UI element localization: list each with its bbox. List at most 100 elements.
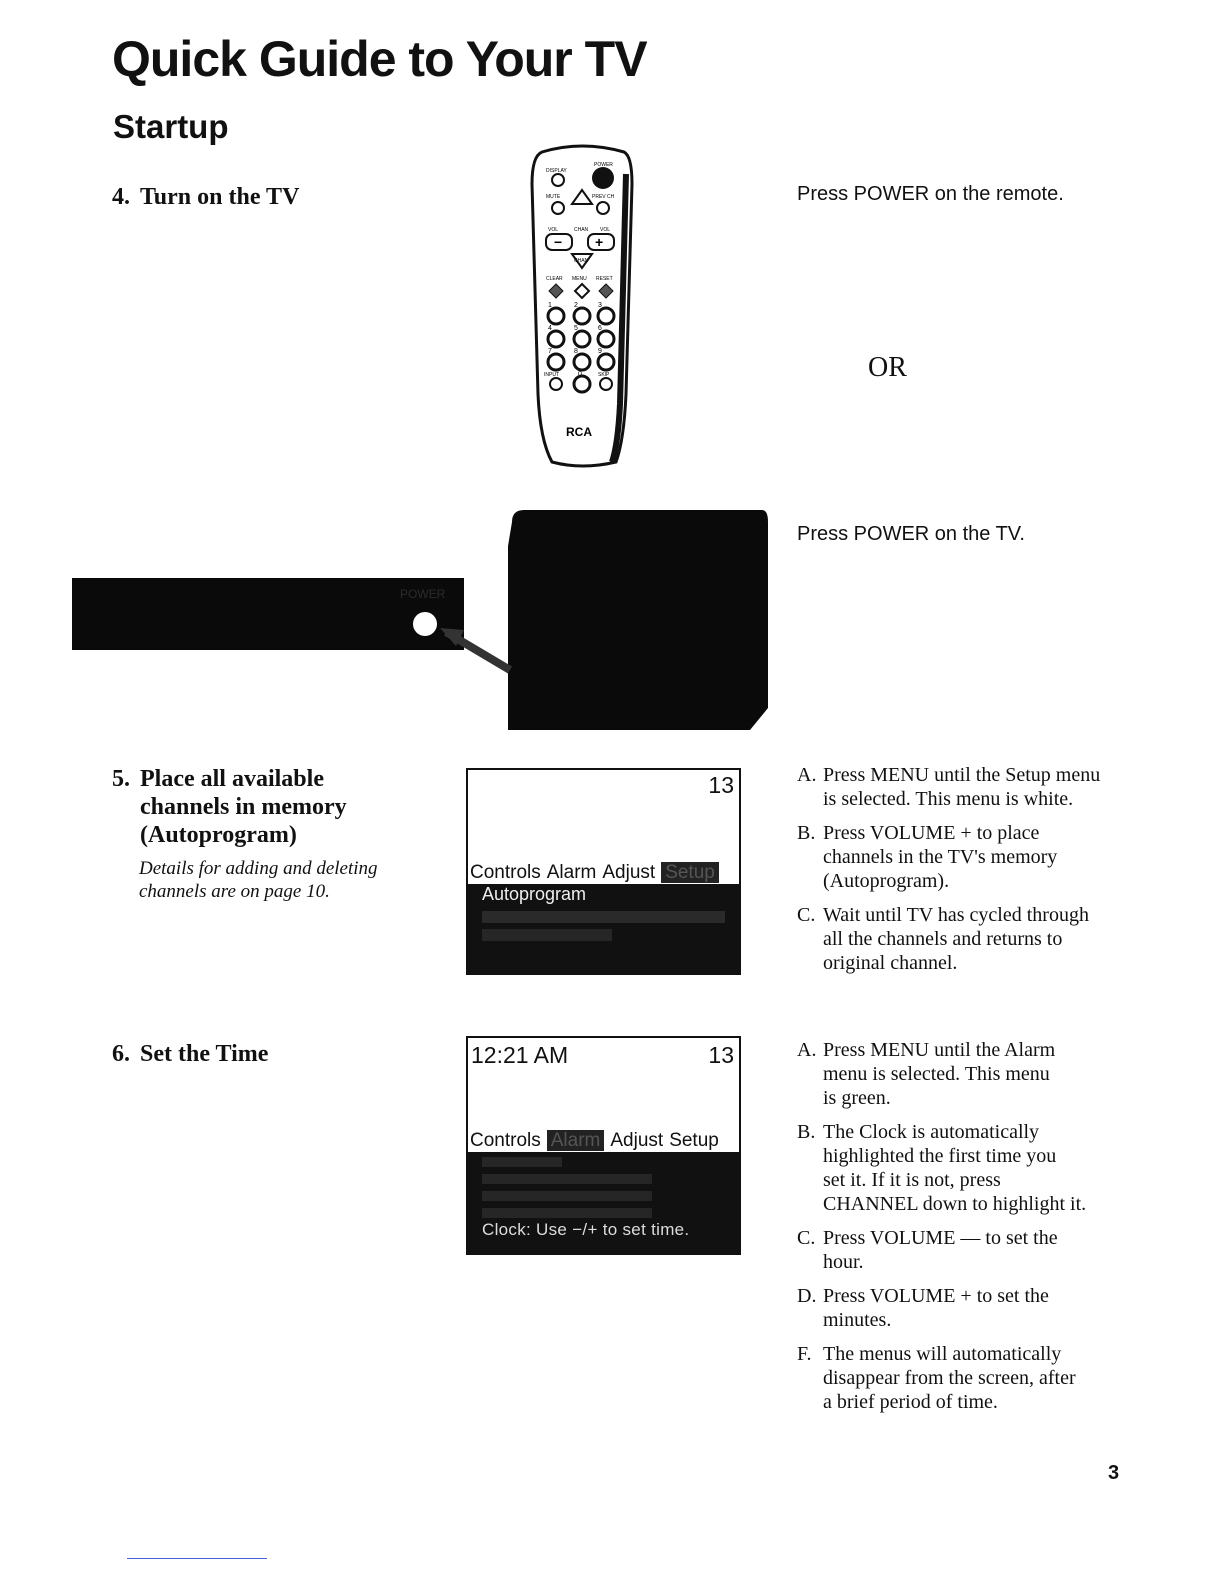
menu-controls[interactable]: Controls [470,862,541,883]
display-button[interactable] [551,173,565,187]
faded-menu-row-3 [482,1191,652,1201]
section-title: Startup [113,108,229,145]
digit-label-8: 8 [574,348,578,355]
front-panel-power-label: POWER [400,587,446,601]
step6-heading: 6.Set the Time [112,1040,268,1068]
chan-down-icon[interactable] [570,253,594,270]
digit-label-0: 0 [578,371,582,378]
digit-label-4: 4 [548,325,552,332]
menu-setup[interactable]: Setup [669,1130,719,1151]
remote-power-button[interactable] [592,167,614,189]
faded-menu-row-1 [482,1157,562,1167]
digit-button-6[interactable] [596,329,616,349]
remote-label-vol-left: VOL [548,227,558,233]
digit-label-7: 7 [548,348,552,355]
menu-setup-selected[interactable]: Setup [661,862,719,883]
digit-label-2: 2 [574,302,578,309]
step6-instruction-f: F. The menus will automatically disappea… [797,1343,1076,1413]
remote-label-vol-right: VOL [600,227,610,233]
step4-number: 4. [112,184,130,210]
step4-remote-instruction: Press POWER on the remote. [797,183,1064,205]
tv-cabinet [508,510,768,730]
digit-button-0[interactable] [572,374,592,394]
tv-power-button[interactable] [413,612,437,636]
digit-button-4[interactable] [546,329,566,349]
remote-label-clear: CLEAR [546,276,563,282]
page-number: 3 [1108,1462,1120,1484]
chan-up-icon[interactable] [570,188,594,205]
remote-label-power: POWER [594,162,613,168]
menu-alarm[interactable]: Alarm [546,862,597,883]
clock-hint-text: Clock: Use −/+ to set time. [482,1220,690,1239]
remote-label-input: INPUT [544,372,559,378]
step5-number: 5. [112,766,130,792]
digit-button-1[interactable] [546,306,566,326]
vol-up-button[interactable] [587,233,615,251]
step5-note-line1: Details for adding and deleting [139,858,378,879]
digit-button-8[interactable] [572,352,592,372]
mute-button[interactable] [551,201,565,215]
reset-button[interactable] [598,283,614,299]
step5-note: Details for adding and deleting channels… [139,857,378,903]
digit-button-3[interactable] [596,306,616,326]
faded-menu-row-2 [482,1174,652,1184]
input-button[interactable] [549,377,563,391]
remote-label-display: DISPLAY [546,168,567,174]
clear-button[interactable] [548,283,564,299]
step5-instruction-a: A. Press MENU until the Setup menu is se… [797,764,1101,810]
step6-number: 6. [112,1041,130,1067]
step4-tv-instruction: Press POWER on the TV. [797,523,1025,545]
digit-button-7[interactable] [546,352,566,372]
minus-icon: − [554,234,562,250]
step6-instruction-b: B. The Clock is automatically highlighte… [797,1121,1087,1215]
setup-menu-panel: Autoprogram [468,884,739,973]
front-control-strip [72,578,464,650]
clock-time-display: 12:21 AM [471,1042,569,1068]
step6-instruction-a: A. Press MENU until the Alarm menu is se… [797,1039,1056,1109]
step6-instructions: A. Press MENU until the Alarm menu is se… [797,1038,1157,1424]
menu-alarm-selected[interactable]: Alarm [546,1130,605,1151]
digit-button-2[interactable] [572,306,592,326]
remote-label-skip: SKIP [598,372,610,378]
menu-button[interactable] [573,282,591,300]
menu-adjust[interactable]: Adjust [602,862,656,883]
digit-label-5: 5 [574,325,578,332]
remote-label-menu: MENU [572,276,587,282]
skip-button[interactable] [599,377,613,391]
step5-title-line1: Place all available [140,766,324,792]
footer-divider [127,1558,267,1559]
digit-label-9: 9 [598,348,602,355]
step6-instruction-c: C. Press VOLUME — to set the hour. [797,1227,1058,1273]
alarm-screen-channel: 13 [708,1042,734,1068]
prev-ch-button[interactable] [596,201,610,215]
step6-instruction-d: D. Press VOLUME + to set the minutes. [797,1285,1049,1331]
faded-menu-row-2 [482,929,612,941]
step4-heading: 4. Turn on the TV [112,183,299,211]
menu-controls[interactable]: Controls [470,1130,541,1151]
remote-label-chan-bottom: CHAN [574,258,589,264]
setup-screen-channel: 13 [708,772,734,798]
step5-title-line3: (Autoprogram) [140,822,297,848]
digit-label-6: 6 [598,325,602,332]
remote-label-prevch: PREV CH [592,194,615,200]
step5-title-line2: channels in memory [140,794,347,820]
vol-down-button[interactable] [545,233,573,251]
step5-instruction-b: B. Press VOLUME + to place channels in t… [797,822,1058,892]
digit-button-5[interactable] [572,329,592,349]
remote-label-reset: RESET [596,276,613,282]
or-separator: OR [868,352,907,383]
digit-button-9[interactable] [596,352,616,372]
pointer-arrow-icon [440,628,464,646]
step5-heading: 5. Place all available channels in memory… [112,765,347,849]
remote-control-illustration: DISPLAY POWER MUTE PREV CH VOL CHAN VOL … [530,144,634,468]
faded-menu-row-4 [482,1208,652,1218]
menu-adjust[interactable]: Adjust [610,1130,664,1151]
step4-title: Turn on the TV [140,184,300,210]
remote-label-mute: MUTE [546,194,561,200]
autoprogram-item[interactable]: Autoprogram [482,884,587,904]
alarm-menu-panel: Clock: Use −/+ to set time. [468,1152,739,1253]
